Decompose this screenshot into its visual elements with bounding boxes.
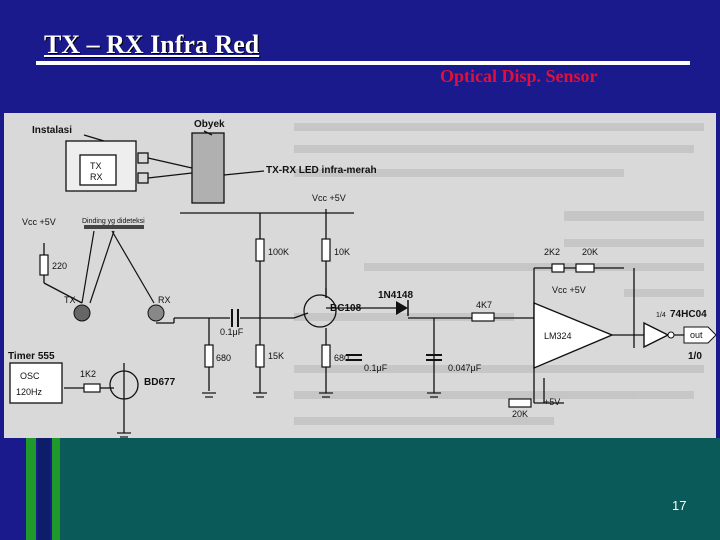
label-rx-box: RX [90,172,103,182]
rx-led-icon [147,304,165,322]
tx-led-icon [73,304,91,322]
label-r680-1: 680 [216,353,231,363]
label-instalasi: Instalasi [32,125,72,136]
label-bc108: BC108 [330,303,362,314]
label-tx-box: TX [90,161,102,171]
label-lm324: LM324 [544,331,572,341]
label-io: 1/0 [688,351,702,362]
label-osc-freq: 120Hz [16,387,43,397]
schematic-photo: Instalasi Obyek TX RX TX-RX LED infra-me… [4,113,716,438]
label-vcc-left: Vcc +5V [22,217,56,227]
bc108-transistor-icon [303,294,337,328]
label-vcc-top: Vcc +5V [312,193,346,203]
lm324-opamp-icon [533,301,614,370]
label-c0047uf: 0.047μF [448,363,482,373]
wall-bar [84,225,144,229]
accent-bar-navy [38,438,50,540]
label-out: out [690,330,703,340]
label-rx: RX [158,295,171,305]
label-obyek: Obyek [194,119,225,130]
diode-icon [396,301,408,315]
label-r220: 220 [52,261,67,271]
label-r100k: 100K [268,247,289,257]
label-r1k2: 1K2 [80,369,96,379]
label-r15k: 15K [268,351,284,361]
label-r10k: 10K [334,247,350,257]
out-arrow-icon [683,326,716,344]
label-led-caption: TX-RX LED infra-merah [266,165,377,176]
bottom-band [60,438,720,540]
label-osc: OSC [20,371,40,381]
osc-box [9,362,63,404]
label-74hc04: 74HC04 [670,309,707,320]
label-r4k7: 4K7 [476,300,492,310]
capacitors [231,309,442,361]
label-r680-2: 680 [334,353,349,363]
inverter-icon [643,321,670,349]
label-c01uf-1: 0.1μF [220,327,244,337]
label-r20k-bot: 20K [512,409,528,419]
label-wall: Dinding yg dideteksi [82,218,145,225]
label-c01uf-2: 0.1μF [364,363,388,373]
label-inv-frac: 1/4 [656,312,666,319]
installation-inset [65,130,265,204]
label-plus5v-bot: +5V [544,397,560,407]
title-underline-rule [36,61,690,65]
label-vcc-op: Vcc +5V [552,285,586,295]
page-number: 17 [672,498,687,513]
slide-subtitle: Optical Disp. Sensor [440,66,598,86]
bd677-transistor-icon [109,370,139,400]
scanned-background-text [294,123,704,425]
slide-title: TX – RX Infra Red [44,30,260,59]
ground-icons [117,392,441,438]
resistors [39,238,595,408]
label-r20k-top: 20K [582,247,598,257]
accent-bar-green-left [26,438,36,540]
accent-bar-green-right [52,438,60,540]
label-timer: Timer 555 [8,351,55,362]
label-diode: 1N4148 [378,290,413,301]
label-r2k2: 2K2 [544,247,560,257]
label-tx: TX [64,295,76,305]
label-bd677: BD677 [144,377,176,388]
circuit-schematic: Instalasi Obyek TX RX TX-RX LED infra-me… [8,119,716,438]
